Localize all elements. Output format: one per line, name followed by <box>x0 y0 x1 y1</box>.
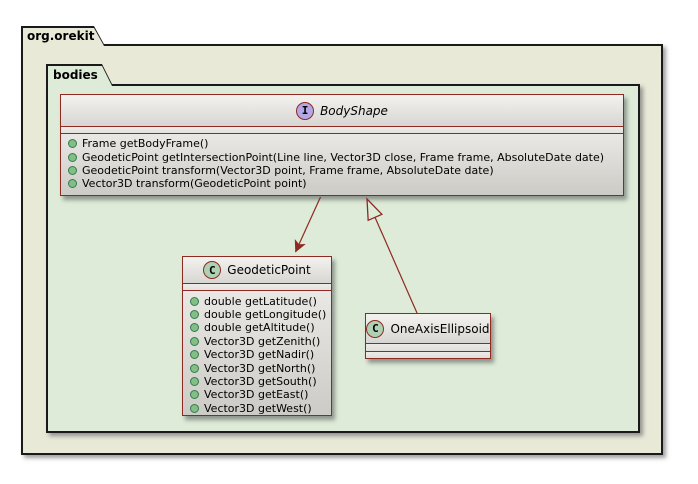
method-row: Vector3D getZenith() <box>183 335 331 348</box>
method-row: Vector3D getSouth() <box>183 375 331 388</box>
public-method-icon <box>68 165 77 175</box>
class-name-bodyshape: BodyShape <box>320 103 388 118</box>
method-row: Vector3D getNorth() <box>183 361 331 375</box>
method-row: Vector3D getWest() <box>183 402 331 415</box>
method-row: Vector3D transform(GeodeticPoint point) <box>61 177 623 190</box>
method-label: GeodeticPoint getIntersectionPoint(Line … <box>82 150 605 164</box>
method-label: Vector3D getZenith() <box>204 334 321 348</box>
public-method-icon <box>68 179 77 189</box>
method-label: Vector3D getNorth() <box>204 361 316 375</box>
public-method-icon <box>190 350 199 360</box>
methods-compartment-empty <box>366 351 490 358</box>
method-label: GeodeticPoint transform(Vector3D point, … <box>82 163 494 177</box>
interface-icon: I <box>296 101 315 120</box>
method-label: Vector3D getNadir() <box>204 348 315 362</box>
package-orekit-tab-fill <box>23 28 104 46</box>
public-method-icon <box>190 296 199 306</box>
method-row: Vector3D getEast() <box>183 388 331 401</box>
method-row: Frame getBodyFrame() <box>61 137 623 150</box>
public-method-icon <box>68 139 77 149</box>
public-method-icon <box>190 363 199 373</box>
class-icon: C <box>366 319 385 338</box>
class-name-geodeticpoint: GeodeticPoint <box>227 263 311 278</box>
method-row: GeodeticPoint transform(Vector3D point, … <box>61 164 623 177</box>
method-row: Vector3D getNadir() <box>183 348 331 361</box>
method-label: double getLongitude() <box>204 308 327 322</box>
class-title-oneaxisellipsoid: C OneAxisEllipsoid <box>366 314 490 344</box>
fields-compartment-empty <box>183 283 331 292</box>
method-row: GeodeticPoint getIntersectionPoint(Line … <box>61 150 623 164</box>
class-icon: C <box>203 261 222 280</box>
class-box-oneaxisellipsoid: C OneAxisEllipsoid <box>365 313 491 359</box>
package-bodies-label: bodies <box>53 68 98 82</box>
package-bodies-tab <box>46 64 113 86</box>
method-label: Vector3D transform(GeodeticPoint point) <box>82 177 307 191</box>
class-box-geodeticpoint: C GeodeticPoint double getLatitude() dou… <box>182 256 332 416</box>
public-method-icon <box>190 403 199 413</box>
package-bodies-tab-fill <box>48 66 112 86</box>
public-method-icon <box>190 310 199 320</box>
fields-compartment-empty <box>366 344 490 352</box>
package-orekit-label: org.orekit <box>27 29 95 43</box>
methods-compartment-geodeticpoint: double getLatitude() double getLongitude… <box>183 291 331 415</box>
public-method-icon <box>190 390 199 400</box>
class-title-geodeticpoint: C GeodeticPoint <box>183 257 331 284</box>
class-name-oneaxisellipsoid: OneAxisEllipsoid <box>390 321 490 336</box>
method-row: double getAltitude() <box>183 321 331 334</box>
public-method-icon <box>190 377 199 387</box>
fields-compartment-empty <box>61 126 623 134</box>
method-label: double getAltitude() <box>204 321 315 335</box>
public-method-icon <box>68 152 77 162</box>
method-row: double getLongitude() <box>183 308 331 321</box>
method-label: double getLatitude() <box>204 294 317 308</box>
method-row: double getLatitude() <box>183 294 331 308</box>
method-label: Vector3D getSouth() <box>204 375 317 389</box>
public-method-icon <box>190 336 199 346</box>
public-method-icon <box>190 323 199 333</box>
class-title-bodyshape: I BodyShape <box>61 95 623 126</box>
class-box-bodyshape: I BodyShape Frame getBodyFrame() Geodeti… <box>60 94 624 196</box>
methods-compartment-bodyshape: Frame getBodyFrame() GeodeticPoint getIn… <box>61 134 623 195</box>
method-label: Vector3D getWest() <box>204 401 312 415</box>
method-label: Frame getBodyFrame() <box>82 137 209 151</box>
package-orekit-tab <box>21 26 105 46</box>
method-label: Vector3D getEast() <box>204 388 309 402</box>
